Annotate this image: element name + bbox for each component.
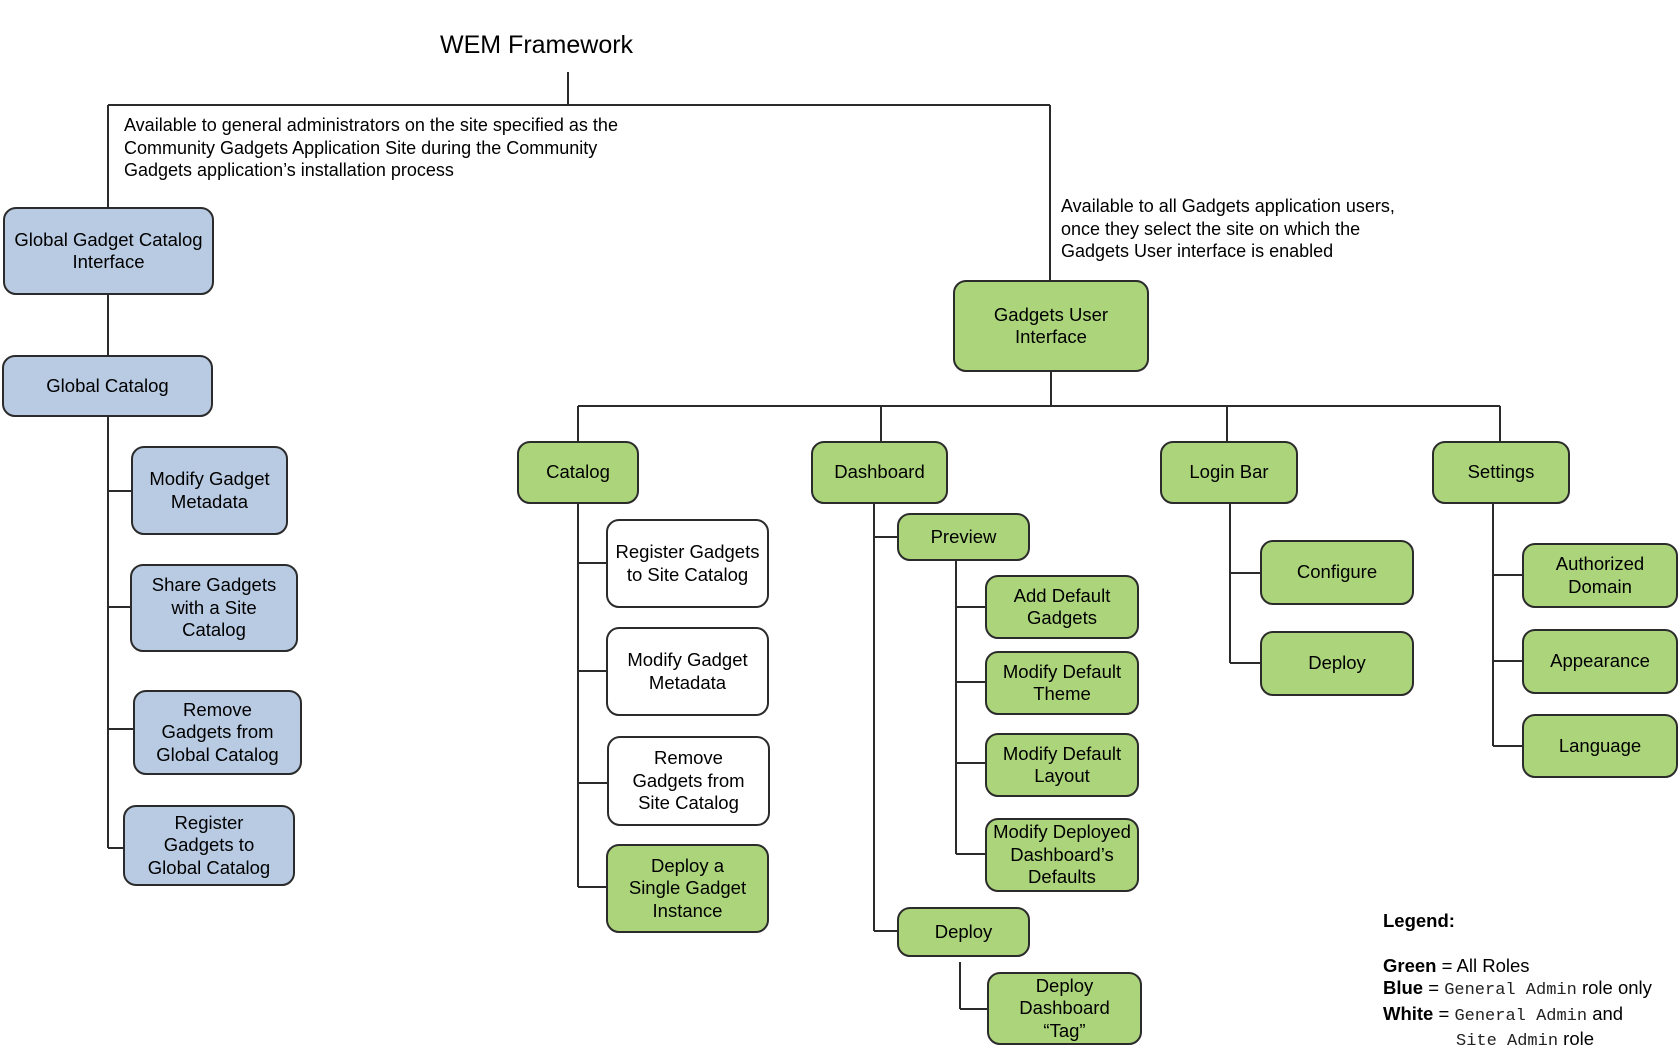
node-dashboard-deploy[interactable]: Deploy (897, 907, 1030, 957)
legend: Legend: Green = All Roles Blue = General… (1383, 910, 1678, 1054)
node-remove-gadgets-global-catalog[interactable]: Remove Gadgets from Global Catalog (133, 690, 302, 775)
node-global-gadget-catalog-interface[interactable]: Global Gadget Catalog Interface (3, 207, 214, 295)
node-modify-default-layout[interactable]: Modify Default Layout (985, 733, 1139, 797)
node-deploy-single-gadget-instance[interactable]: Deploy a Single Gadget Instance (606, 844, 769, 933)
node-catalog[interactable]: Catalog (517, 441, 639, 504)
node-add-default-gadgets[interactable]: Add Default Gadgets (985, 575, 1139, 639)
legend-white-and: and (1587, 1002, 1624, 1024)
node-modify-default-theme[interactable]: Modify Default Theme (985, 651, 1139, 715)
node-appearance[interactable]: Appearance (1522, 629, 1678, 694)
node-preview[interactable]: Preview (897, 513, 1030, 561)
node-settings[interactable]: Settings (1432, 441, 1570, 504)
node-gadgets-user-interface[interactable]: Gadgets User Interface (953, 280, 1149, 372)
node-login-bar[interactable]: Login Bar (1160, 441, 1298, 504)
node-dashboard[interactable]: Dashboard (811, 441, 948, 504)
legend-white-role2: Site Admin (1456, 1032, 1559, 1051)
note-user-availability: Available to all Gadgets application use… (1061, 196, 1395, 261)
node-remove-gadgets-site-catalog[interactable]: Remove Gadgets from Site Catalog (607, 736, 770, 826)
node-configure[interactable]: Configure (1260, 540, 1414, 605)
node-modify-gadget-metadata-site[interactable]: Modify Gadget Metadata (606, 627, 769, 716)
legend-blue-key: Blue (1383, 977, 1424, 998)
diagram-title: WEM Framework (440, 31, 634, 59)
legend-title: Legend: (1383, 910, 1455, 931)
node-deploy-dashboard-tag[interactable]: Deploy Dashboard “Tag” (987, 972, 1142, 1045)
legend-blue: Blue = General Admin role only (1383, 977, 1678, 1003)
legend-white-text: role (1558, 1028, 1595, 1049)
legend-green: Green = All Roles (1383, 955, 1678, 978)
legend-white-key: White (1383, 1002, 1434, 1024)
node-modify-gadget-metadata-global[interactable]: Modify Gadget Metadata (131, 446, 288, 535)
note-admin-availability: Available to general administrators on t… (124, 115, 618, 180)
legend-white-cont: Site Admin role (1383, 1028, 1678, 1054)
node-language[interactable]: Language (1522, 714, 1678, 778)
node-authorized-domain[interactable]: Authorized Domain (1522, 543, 1678, 608)
legend-white-eq: = (1433, 1002, 1455, 1024)
node-loginbar-deploy[interactable]: Deploy (1260, 631, 1414, 696)
node-modify-deployed-dashboards-defaults[interactable]: Modify Deployed Dashboard’s Defaults (985, 818, 1139, 892)
node-register-gadgets-global-catalog[interactable]: Register Gadgets to Global Catalog (123, 805, 295, 886)
node-register-gadgets-site-catalog[interactable]: Register Gadgets to Site Catalog (606, 519, 769, 608)
node-global-catalog[interactable]: Global Catalog (2, 355, 213, 417)
legend-green-text: = All Roles (1436, 954, 1530, 976)
legend-white-role: General Admin (1454, 1006, 1588, 1026)
legend-white: White = General Admin and (1383, 1003, 1678, 1029)
legend-blue-role: General Admin (1444, 981, 1577, 1000)
legend-green-key: Green (1383, 954, 1437, 976)
legend-blue-text: role only (1576, 977, 1652, 998)
node-share-gadgets-site-catalog[interactable]: Share Gadgets with a Site Catalog (130, 564, 298, 652)
legend-blue-eq: = (1423, 977, 1445, 998)
